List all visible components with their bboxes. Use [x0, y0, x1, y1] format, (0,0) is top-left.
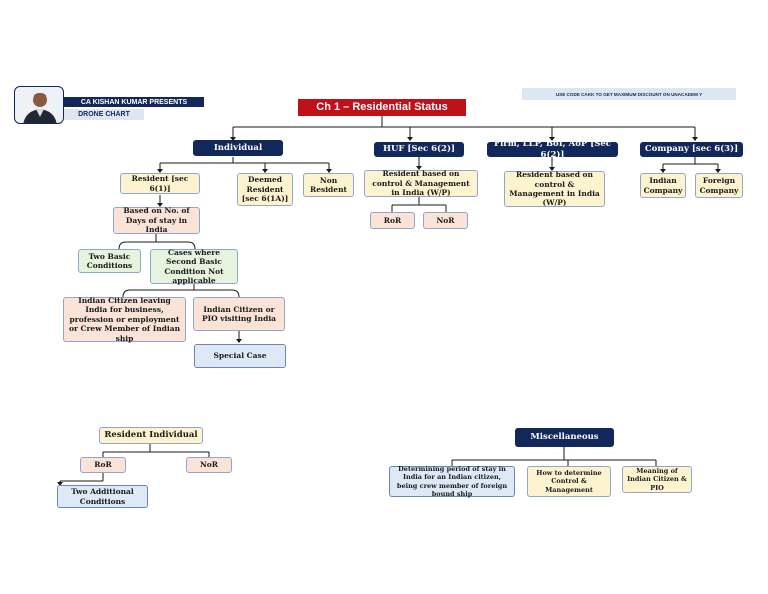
node-deemed-resident: Deemed Resident [sec 6(1A)] [237, 173, 293, 206]
node-misc-indian-citizen-pio: Meaning of Indian Citizen & PIO [622, 466, 692, 493]
node-two-additional-conditions: Two Additional Conditions [57, 485, 148, 508]
node-cases-second-basic: Cases where Second Basic Condition Not a… [150, 248, 238, 285]
chart-subtitle: DRONE CHART [64, 109, 144, 120]
node-two-basic-conditions: Two Basic Conditions [78, 249, 141, 273]
node-huf-nor: NoR [423, 212, 468, 229]
node-indian-citizen-visiting: Indian Citizen or PIO visiting India [193, 297, 285, 331]
promo-banner: USE CODE CAKK TO GET MAXIMUM DISCOUNT ON… [522, 88, 736, 100]
page-title: Ch 1 – Residential Status [298, 99, 466, 116]
node-company: Company [sec 6(3)] [640, 142, 743, 157]
node-firm-resident: Resident based on control & Management i… [504, 170, 605, 207]
node-based-on-days: Based on No. of Days of stay in India [113, 206, 200, 234]
node-ri-nor: NoR [186, 457, 232, 473]
node-firm: Firm, LLP, BoI, AoP [Sec 6(2)] [487, 139, 618, 160]
node-non-resident: Non Resident [303, 173, 354, 197]
node-huf-ror: RoR [370, 212, 415, 229]
node-huf-resident: Resident based on control & Management i… [364, 169, 478, 197]
node-resident-individual: Resident Individual [99, 427, 203, 444]
node-miscellaneous: Miscellaneous [515, 428, 614, 447]
node-misc-control-management: How to determine Control & Management [527, 466, 611, 497]
node-huf: HUF [Sec 6(2)] [374, 142, 464, 157]
node-indian-citizen-leaving: Indian Citizen leaving India for busines… [63, 296, 186, 343]
node-individual: Individual [193, 140, 283, 156]
node-misc-period-of-stay: Determining period of stay in India for … [389, 465, 515, 498]
presenter-label: CA KISHAN KUMAR PRESENTS [64, 97, 204, 107]
node-resident: Resident [sec 6(1)] [120, 173, 200, 194]
avatar [14, 86, 64, 124]
node-special-case: Special Case [194, 344, 286, 368]
node-ri-ror: RoR [80, 457, 126, 473]
node-foreign-company: Foreign Company [695, 173, 743, 198]
node-indian-company: Indian Company [640, 173, 686, 198]
